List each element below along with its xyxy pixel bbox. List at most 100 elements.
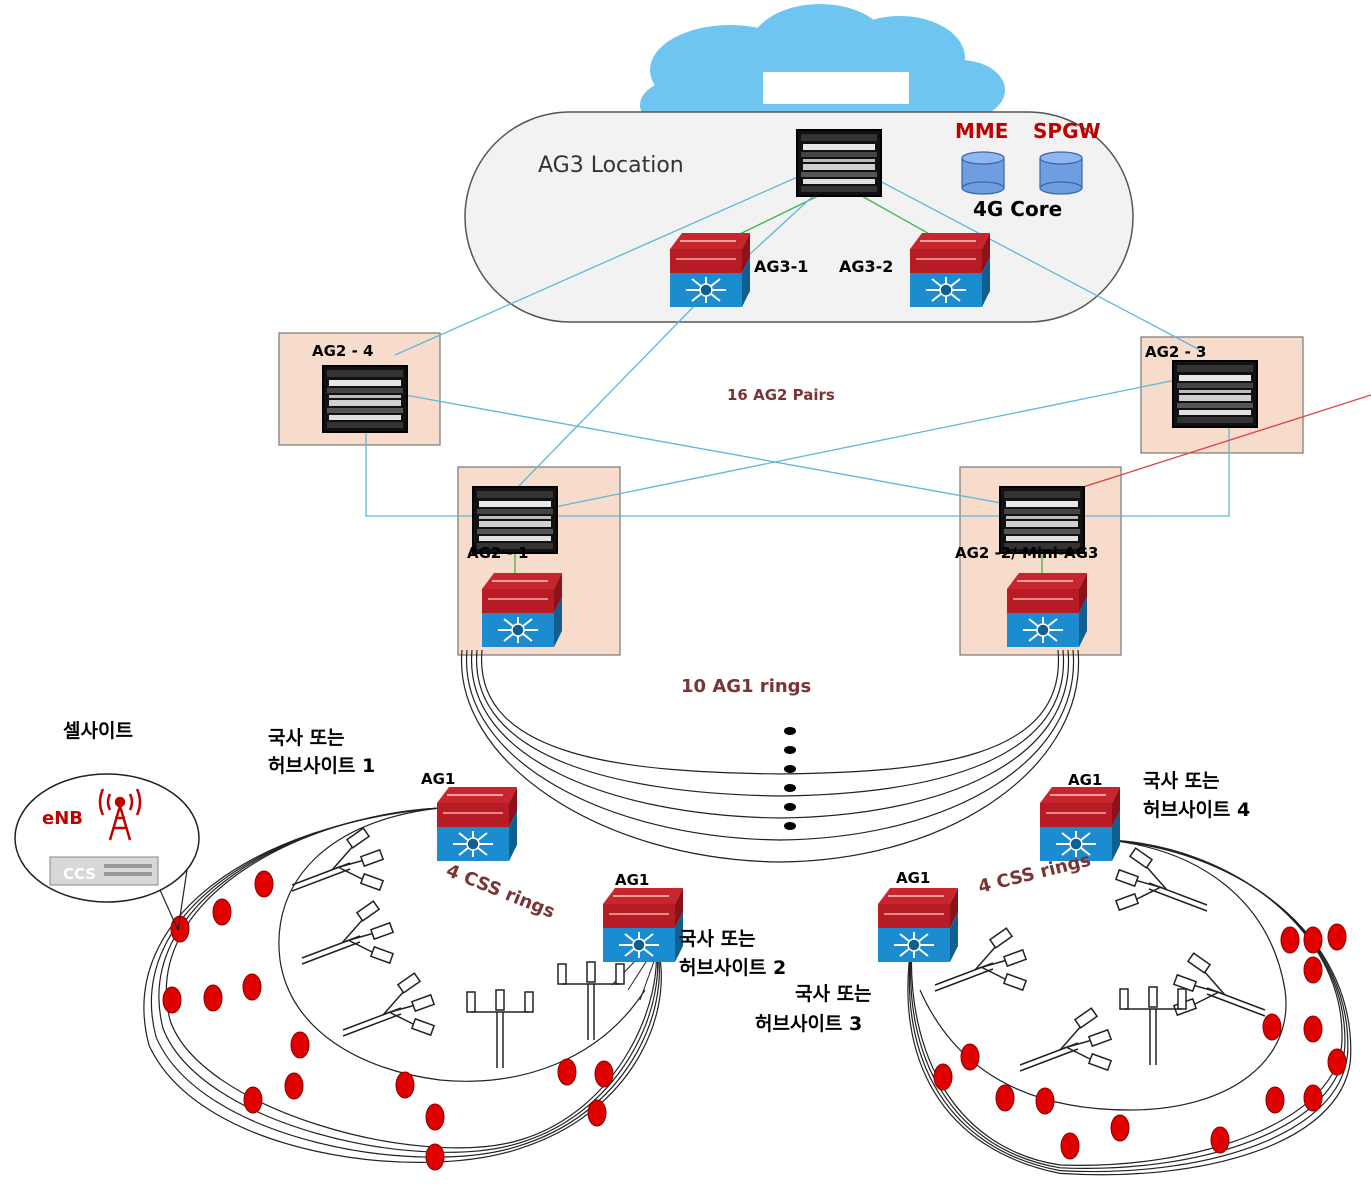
hub3-label-line2: 허브사이트 3 [755, 1013, 862, 1035]
ag1-ring-arc [471, 649, 1070, 819]
cell-site-node [1303, 956, 1323, 984]
cell-site-node [212, 898, 232, 926]
ag2-pairs-label: 16 AG2 Pairs [727, 386, 835, 404]
cell-site-node [933, 1063, 953, 1091]
cell-site-node [1035, 1087, 1055, 1115]
cell-site-node [1262, 1013, 1282, 1041]
antenna-icon [1019, 1007, 1112, 1072]
ag1-hub4-switch-icon [1039, 786, 1121, 862]
enb-tower-icon [98, 788, 142, 841]
cell-site-node [254, 870, 274, 898]
css-ring-left [165, 807, 657, 1149]
cell-site-node [1060, 1132, 1080, 1160]
ag2-3-router-icon [1172, 360, 1258, 428]
mme-label: MME [955, 119, 1008, 143]
link-ag2-2-external [1079, 394, 1371, 489]
tower-icon [466, 989, 534, 1069]
cell-site-node [587, 1099, 607, 1127]
cell-site-node [995, 1084, 1015, 1112]
cell-site-node [1327, 1048, 1347, 1076]
ag3-2-switch-icon [909, 232, 991, 308]
css-inner-ring-right [919, 839, 1287, 1111]
cell-site-node [203, 984, 223, 1012]
ag3-1-label: AG3-1 [754, 257, 808, 276]
ag2-4-label: AG2 - 4 [312, 342, 373, 360]
cell-site-label: 셀사이트 [63, 720, 133, 742]
cell-site-node [1303, 1084, 1323, 1112]
hub2-label-line2: 허브사이트 2 [679, 957, 786, 979]
css-rings-right-label: 4 CSS rings [976, 850, 1093, 898]
cell-site-node [960, 1043, 980, 1071]
ag1-hub3-label: AG1 [896, 869, 930, 887]
cell-site-node [1265, 1086, 1285, 1114]
link-ag3-1-ag2-1 [514, 299, 701, 491]
ellipsis-dots [784, 727, 796, 830]
cell-site-node [395, 1071, 415, 1099]
cell-site-node [594, 1060, 614, 1088]
cell-site-node [425, 1103, 445, 1131]
css-ring-right [907, 839, 1352, 1176]
css-ring-left [143, 807, 662, 1163]
ag2-4-router-icon [322, 365, 408, 433]
cell-site-node [242, 973, 262, 1001]
ag2-1-switch-icon [481, 572, 563, 648]
ag2-3-label: AG2 - 3 [1145, 343, 1206, 361]
cell-site-node [290, 1031, 310, 1059]
link-ag2-bus [365, 400, 1230, 517]
cell-site-node [557, 1058, 577, 1086]
cloud-blank-label [763, 72, 909, 104]
ccs-label: CCS [63, 865, 96, 883]
link-ag3-ag2-4 [394, 159, 837, 356]
ag1-ring-arc [476, 649, 1065, 797]
core-4g-label: 4G Core [973, 197, 1062, 221]
antenna-icon [342, 972, 435, 1037]
ag3-2-label: AG3-2 [839, 257, 893, 276]
hub1-label-line1: 국사 또는 [268, 727, 345, 749]
link-ag3-ag3-2 [859, 194, 941, 241]
cell-site-node [1327, 923, 1347, 951]
spgw-database-icon [1039, 151, 1083, 195]
ag1-hub2-label: AG1 [615, 871, 649, 889]
tower-icon [557, 961, 625, 1041]
ag1-rings-label: 10 AG1 rings [681, 676, 811, 697]
link-ag2-4-ag2-2 [404, 394, 1041, 511]
cell-site-node [243, 1086, 263, 1114]
css-inner-ring-left [278, 807, 646, 1082]
hub3-label-line1: 국사 또는 [795, 983, 872, 1005]
ag3-core-router-icon [796, 129, 882, 197]
cell-site-node [1110, 1114, 1130, 1142]
ag2-2-label: AG2 -2/ Mini-AG3 [955, 544, 1098, 562]
antenna-icon [301, 900, 394, 965]
ag1-hub1-switch-icon [436, 786, 518, 862]
ag2-2-switch-icon [1006, 572, 1088, 648]
ag1-ring-arc [466, 649, 1075, 841]
cell-site-node [284, 1072, 304, 1100]
css-rings-left-label: 4 CSS rings [443, 860, 558, 923]
ag3-location-label: AG3 Location [538, 153, 684, 178]
enb-label: eNB [42, 808, 83, 829]
ccs-device-icon [49, 856, 159, 886]
cell-site-node [425, 1143, 445, 1171]
cell-site-node [162, 986, 182, 1014]
css-ring-left [150, 807, 660, 1158]
css-ring-left [158, 807, 659, 1153]
antenna-icon [1173, 952, 1266, 1017]
ag3-1-switch-icon [669, 232, 751, 308]
cell-site-callout [14, 773, 200, 931]
ag1-hub4-label: AG1 [1068, 771, 1102, 789]
tower-icon [1119, 986, 1187, 1066]
ag1-ring-arc [481, 649, 1059, 775]
link-ag2-3-ag2-1 [539, 371, 1216, 511]
hub2-label-line1: 국사 또는 [679, 928, 756, 950]
hub4-label-line2: 허브사이트 4 [1143, 799, 1250, 821]
cell-site-nodes [162, 870, 1347, 1171]
cell-site-node [1303, 926, 1323, 954]
cell-site-node [1280, 926, 1300, 954]
ag2-1-label: AG2 - 1 [467, 544, 528, 562]
css-rings [143, 807, 1352, 1176]
cell-site-node [1210, 1126, 1230, 1154]
network-links [365, 159, 1371, 575]
hub1-label-line2: 허브사이트 1 [268, 755, 375, 777]
